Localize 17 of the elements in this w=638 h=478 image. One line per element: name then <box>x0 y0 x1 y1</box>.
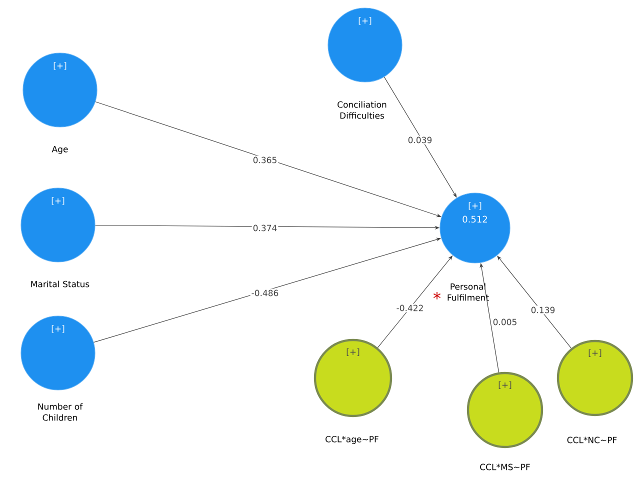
node-label: Personal Fulfilment <box>448 283 489 301</box>
node-label: Age <box>52 146 68 154</box>
edge-label: -0.486 <box>250 288 280 298</box>
edge-label: 0.139 <box>530 306 556 314</box>
asterisk: * <box>433 292 441 300</box>
edge-label: 0.365 <box>252 156 278 164</box>
edge-label: -0.422 <box>395 304 425 312</box>
node-label: Conciliation Difficulties <box>338 101 386 119</box>
edge-label: 0.039 <box>406 136 434 144</box>
edge-label: 0.374 <box>252 224 278 232</box>
node-label: CCL*NC~PF <box>567 436 617 444</box>
edge-label: 0.005 <box>492 318 518 326</box>
node-label: Marital Status <box>31 280 90 288</box>
node-label: CCL*age~PF <box>326 436 378 444</box>
node-label: CCL*MS~PF <box>480 464 530 470</box>
arrow <box>497 256 572 349</box>
node-label: Number of Children <box>38 403 83 421</box>
